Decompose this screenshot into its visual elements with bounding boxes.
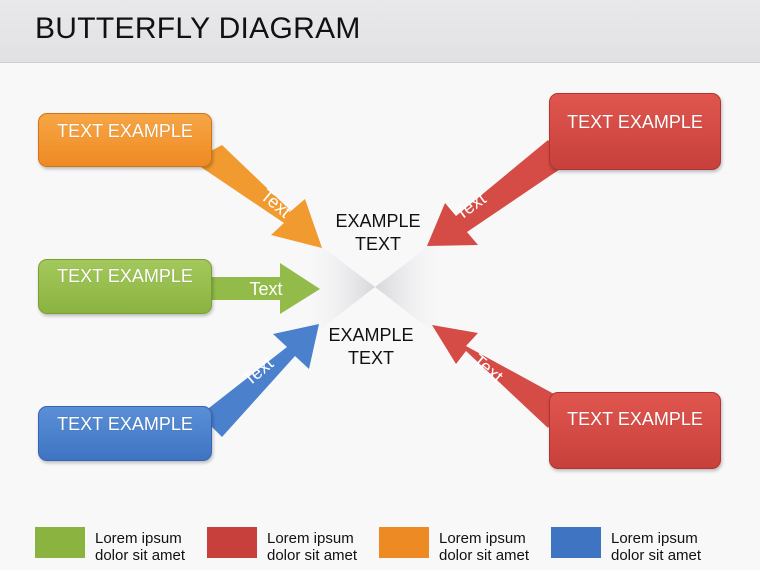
center-label-bottom-line1: EXAMPLE [328,325,414,345]
legend-swatch-red [207,527,257,558]
box-top-right: TEXT EXAMPLE [549,93,721,170]
red-arrow-bottom [432,325,565,428]
left-wing [300,230,375,345]
arrow-label-green: Text [249,279,282,299]
legend-text-1-line1: Lorem ipsum [95,530,182,547]
blue-arrow [200,324,319,437]
legend-text-2: Lorem ipsum dolor sit amet [267,530,357,564]
orange-arrow [192,145,322,248]
legend-text-2-line2: dolor sit amet [267,547,358,564]
legend-text-3-line2: dolor sit amet [439,547,530,564]
legend-swatch-orange [379,527,429,558]
box-mid-left-label: TEXT EXAMPLE [57,266,193,286]
legend-swatch-green [35,527,85,558]
header-bar: BUTTERFLY DIAGRAM [0,0,760,63]
legend-text-3-line1: Lorem ipsum [439,530,526,547]
right-wing [375,230,450,345]
legend-text-1-line2: dolor sit amet [95,547,186,564]
legend-text-4: Lorem ipsum dolor sit amet [611,530,701,564]
center-label-top-line2: TEXT [354,234,401,254]
box-top-left-label: TEXT EXAMPLE [57,121,193,141]
page-title: BUTTERFLY DIAGRAM [35,12,361,45]
box-bottom-left: TEXT EXAMPLE [38,406,212,461]
legend-text-4-line2: dolor sit amet [611,547,702,564]
box-bottom-left-label: TEXT EXAMPLE [57,414,193,434]
legend-text-3: Lorem ipsum dolor sit amet [439,530,529,564]
green-arrow [210,263,320,314]
box-mid-left: TEXT EXAMPLE [38,259,212,314]
box-bottom-right-label: TEXT EXAMPLE [567,409,703,429]
center-label-top-line1: EXAMPLE [335,211,421,231]
box-top-left: TEXT EXAMPLE [38,113,212,167]
center-label-top: EXAMPLE TEXT [318,210,438,256]
box-top-right-label: TEXT EXAMPLE [567,112,703,132]
legend-text-4-line1: Lorem ipsum [611,530,698,547]
red-arrow-top [427,140,566,246]
legend-swatch-blue [551,527,601,558]
center-label-bottom-line2: TEXT [347,348,394,368]
legend-text-1: Lorem ipsum dolor sit amet [95,530,185,564]
center-label-bottom: EXAMPLE TEXT [311,324,431,370]
legend-text-2-line1: Lorem ipsum [267,530,354,547]
box-bottom-right: TEXT EXAMPLE [549,392,721,469]
